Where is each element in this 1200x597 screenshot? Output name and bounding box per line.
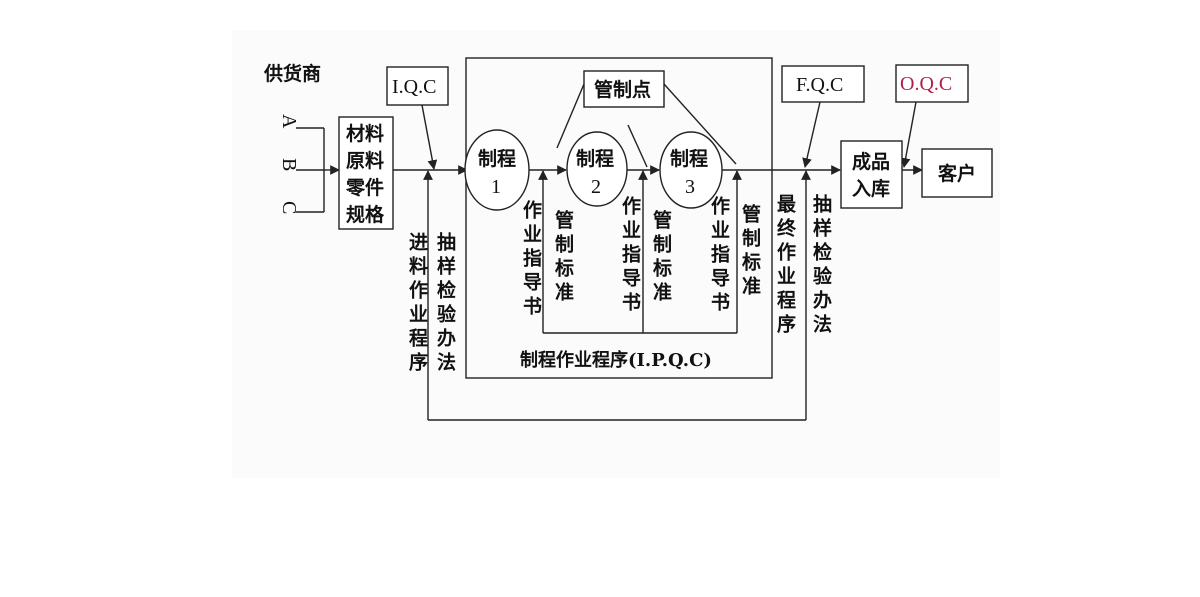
iqc-box [386,66,449,106]
fqc-label: F.Q.C [796,74,843,96]
control-standard-1-label: 管制标准 [552,209,574,306]
customer-label: 客户 [938,162,976,185]
materials-line-3: 零件 [345,176,384,199]
oqc-arrow [900,101,917,168]
supplier-item-a: A [278,114,300,129]
incoming-procedure-label: 进料作业程序 [406,232,428,376]
supplier-item-b: B [278,158,300,171]
process-1-ellipse [464,129,530,211]
finished-goods-line-2: 入库 [852,177,890,200]
fqc-box [781,65,865,103]
process-1-name: 制程 [478,147,516,170]
control-point-line-3 [663,83,737,165]
finished-goods-line-1: 成品 [852,150,890,173]
ipqc-label: 制程作业程序(I.P.Q.C) [520,349,712,371]
materials-line-4: 规格 [346,203,385,226]
fqc-arrow [802,101,821,168]
process-3-name: 制程 [670,147,708,170]
control-standard-2-label: 管制标准 [650,209,672,306]
control-standard-3-label: 管制标准 [739,203,761,300]
oqc-box [895,64,969,103]
control-point-line-1 [556,83,585,149]
final-procedure-label: 最终作业程序 [774,194,796,338]
control-point-line-2 [627,124,648,168]
incoming-sampling-label: 抽样检验办法 [434,231,456,376]
process-2-ellipse [566,131,628,207]
process-2-number: 2 [591,176,601,198]
supplier-title: 供货商 [263,62,321,85]
oqc-label: O.Q.C [900,73,952,95]
process-2-name: 制程 [576,147,614,170]
supplier-item-c: C [278,201,300,214]
control-point-label: 管制点 [594,78,651,101]
iqc-label: I.Q.C [392,76,436,98]
materials-line-2: 原料 [346,149,384,172]
work-instruction-2-label: 作业指导书 [619,195,641,316]
finished-goods-box [840,140,903,209]
materials-box [338,116,394,230]
ipqc-frame [465,57,773,379]
process-1-number: 1 [491,176,501,198]
work-instruction-1-label: 作业指导书 [520,199,542,320]
work-instruction-3-label: 作业指导书 [708,195,730,316]
process-3-number: 3 [685,176,695,198]
control-point-box [583,70,665,108]
customer-box [921,148,993,198]
final-sampling-label: 抽样检验办法 [810,193,832,338]
materials-line-1: 材料 [346,122,384,145]
iqc-arrow [421,104,438,170]
